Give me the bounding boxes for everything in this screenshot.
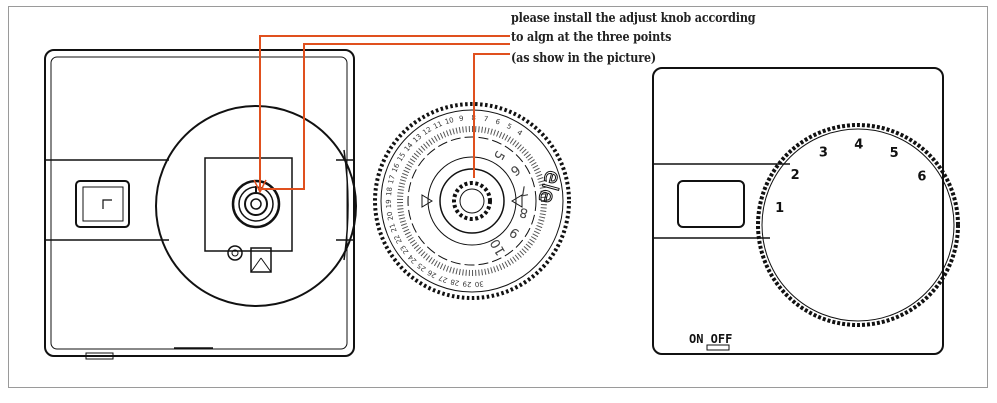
base-tab xyxy=(250,247,272,273)
dial-inner-number: 7 xyxy=(518,182,529,198)
knob-number: 4 xyxy=(854,138,863,153)
dial-ring-number: 10 xyxy=(444,116,455,126)
dial-inner-number: 6 xyxy=(507,161,523,178)
dial-ring-number: 14 xyxy=(403,141,415,153)
thermostat-base-icon xyxy=(44,49,357,360)
figure-frame xyxy=(8,6,988,388)
base-housing-inner xyxy=(50,56,348,350)
base-display-window xyxy=(75,180,130,228)
dial-ring-number: 15 xyxy=(396,151,408,163)
dial-ring-number: 9 xyxy=(459,114,464,123)
on-off-label: ON OFF xyxy=(689,332,733,346)
thermostat-assembled-icon: 1 2 3 4 5 6 xyxy=(652,67,960,355)
knob-number: 5 xyxy=(890,146,899,161)
dial-ring-number: 29 xyxy=(462,280,471,289)
base-shaft-outer xyxy=(231,179,281,229)
dial-ring-number: 23 xyxy=(399,244,411,256)
dial-ring-number: 27 xyxy=(438,273,449,284)
pointer-line-3 xyxy=(473,53,510,178)
dial-inner-labels: 56 7 8 910 xyxy=(488,148,530,258)
dial-spline-hub xyxy=(452,181,492,221)
base-screw-hole xyxy=(227,245,243,261)
assembled-knob xyxy=(756,123,960,327)
knob-number: 6 xyxy=(917,169,926,184)
dial-ring-number: 24 xyxy=(406,253,418,265)
dial-ring-number: 5 xyxy=(505,122,513,131)
dial-inner-number: 10 xyxy=(488,236,509,258)
dial-ring-number: 7 xyxy=(483,115,489,124)
alignment-pointers xyxy=(253,35,510,194)
dial-ring-number: 6 xyxy=(494,118,501,127)
dial-inner-number: 9 xyxy=(507,224,523,241)
dial-inner-number: 5 xyxy=(490,148,507,163)
dial-ring-number: 4 xyxy=(515,128,524,137)
instruction-line-1: please install the adjust knob according xyxy=(511,11,756,26)
base-housing xyxy=(44,49,355,357)
dial-serrated-edge xyxy=(373,102,571,300)
instruction-line-3: (as show in the picture) xyxy=(511,51,657,66)
pointer-line-2 xyxy=(258,43,510,190)
dial-ring-number: 19 xyxy=(385,199,393,208)
knob-labels: 1 2 3 4 5 6 xyxy=(775,138,926,216)
knob-number: 1 xyxy=(775,201,784,216)
dial-ring-number: 22 xyxy=(393,233,404,245)
dial-ring-number: 28 xyxy=(450,277,460,287)
base-disc xyxy=(155,105,357,307)
dial-ring-number: 30 xyxy=(474,279,484,288)
knob-number: 3 xyxy=(819,145,828,160)
dial-inner-number: 8 xyxy=(518,204,529,220)
dial-ring-number: 20 xyxy=(386,211,395,221)
pointer-line-1 xyxy=(259,35,510,188)
instruction-line-2: to algn at the three points xyxy=(511,30,672,45)
dial-ring-number: 12 xyxy=(421,125,433,137)
dial-ring-number: 16 xyxy=(390,162,401,174)
dial-tick-ring xyxy=(397,126,547,276)
knob-number: 2 xyxy=(791,168,800,183)
dial-ring-number: 18 xyxy=(385,187,394,197)
assembled-housing xyxy=(652,67,944,355)
dial-ring-number: 13 xyxy=(411,133,423,145)
dial-ring-number: 17 xyxy=(387,174,397,185)
dial-ring-number: 26 xyxy=(426,268,438,280)
dial-ring-number: 25 xyxy=(416,261,428,273)
dial-ring-number: 21 xyxy=(388,222,398,233)
assembled-display-window xyxy=(677,180,745,228)
dial-ring-number: 11 xyxy=(432,120,443,131)
base-mount-plate xyxy=(204,157,293,252)
on-off-switch xyxy=(706,344,730,351)
